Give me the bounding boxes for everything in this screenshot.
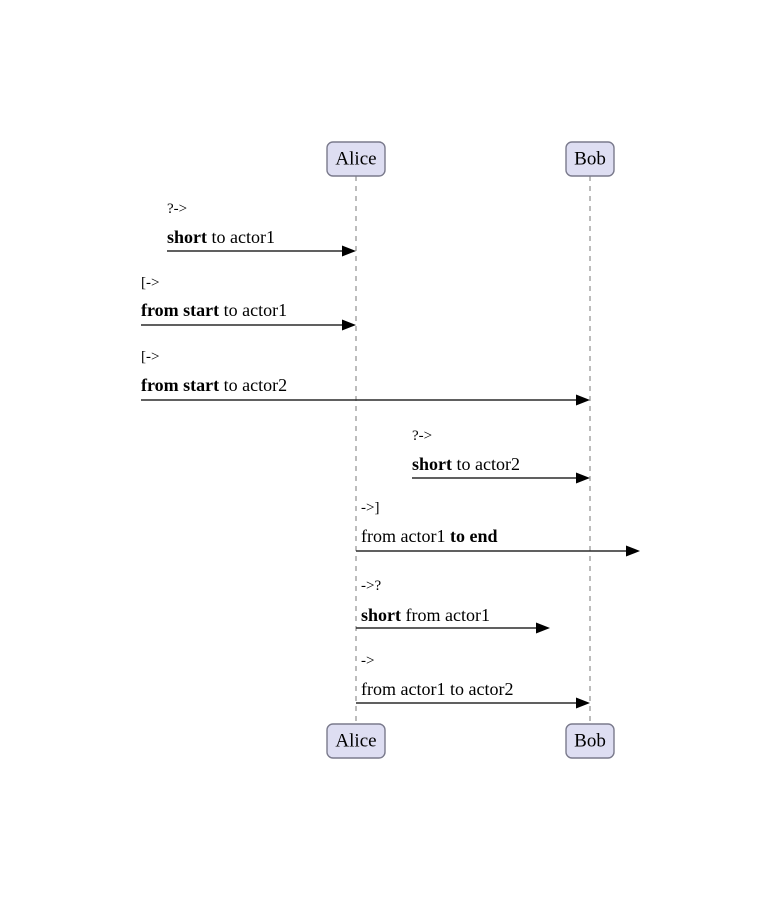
message-7[interactable]: -> from actor1 to actor2 [356, 653, 590, 709]
lifelines-layer [355, 176, 591, 724]
message-label: from actor1 to actor2 [361, 679, 513, 699]
message-4[interactable]: ?-> short to actor2 [412, 428, 590, 484]
message-label: short to actor1 [167, 227, 275, 247]
messages-layer: ?-> short to actor1 [-> from start to actor… [141, 201, 640, 709]
label-bold-run: from start [141, 375, 219, 395]
message-arrowhead-icon [576, 697, 590, 709]
message-arrowhead-icon [576, 394, 590, 406]
label-bold-run: to end [450, 526, 498, 546]
participant-alice-top[interactable]: Alice [326, 141, 386, 177]
participant-label: Alice [335, 730, 376, 751]
message-arrow-syntax: ->] [361, 500, 379, 516]
message-arrowhead-icon [342, 319, 356, 331]
participant-box [565, 141, 615, 177]
participant-bob-bottom[interactable]: Bob [565, 723, 615, 759]
label-plain-run: to actor1 [207, 227, 275, 247]
label-bold-run: short [412, 454, 452, 474]
message-arrow-syntax: ?-> [412, 428, 432, 444]
participant-label: Alice [335, 148, 376, 169]
label-plain-run: from actor1 [401, 605, 490, 625]
message-1[interactable]: ?-> short to actor1 [167, 201, 356, 257]
message-arrow-syntax: ->? [361, 578, 381, 594]
participant-box [565, 723, 615, 759]
message-label: from start to actor1 [141, 300, 287, 320]
message-label: from actor1 to end [361, 526, 497, 546]
label-bold-run: short [361, 605, 401, 625]
label-plain-run: to actor2 [452, 454, 520, 474]
label-plain-run: to actor2 [219, 375, 287, 395]
message-5[interactable]: ->] from actor1 to end [356, 500, 640, 557]
participant-label: Bob [574, 148, 606, 169]
message-arrowhead-icon [536, 622, 550, 634]
message-arrow-syntax: ?-> [167, 201, 187, 217]
participant-bob-top[interactable]: Bob [565, 141, 615, 177]
message-2[interactable]: [-> from start to actor1 [141, 275, 356, 331]
message-3[interactable]: [-> from start to actor2 [141, 349, 590, 406]
message-6[interactable]: ->? short from actor1 [356, 578, 550, 634]
message-label: from start to actor2 [141, 375, 287, 395]
label-plain-run: from actor1 [361, 526, 450, 546]
participant-alice-bottom[interactable]: Alice [326, 723, 386, 759]
message-arrowhead-icon [576, 472, 590, 484]
label-bold-run: short [167, 227, 207, 247]
participant-label: Bob [574, 730, 606, 751]
message-label: short to actor2 [412, 454, 520, 474]
message-arrow-syntax: -> [361, 653, 374, 669]
label-plain-run: from actor1 to actor2 [361, 679, 513, 699]
participant-box [326, 141, 386, 177]
label-bold-run: from start [141, 300, 219, 320]
message-arrow-syntax: [-> [141, 349, 159, 365]
message-arrow-syntax: [-> [141, 275, 159, 291]
participant-box [326, 723, 386, 759]
message-arrowhead-icon [342, 245, 356, 257]
label-plain-run: to actor1 [219, 300, 287, 320]
message-label: short from actor1 [361, 605, 490, 625]
message-arrowhead-icon [626, 545, 640, 557]
